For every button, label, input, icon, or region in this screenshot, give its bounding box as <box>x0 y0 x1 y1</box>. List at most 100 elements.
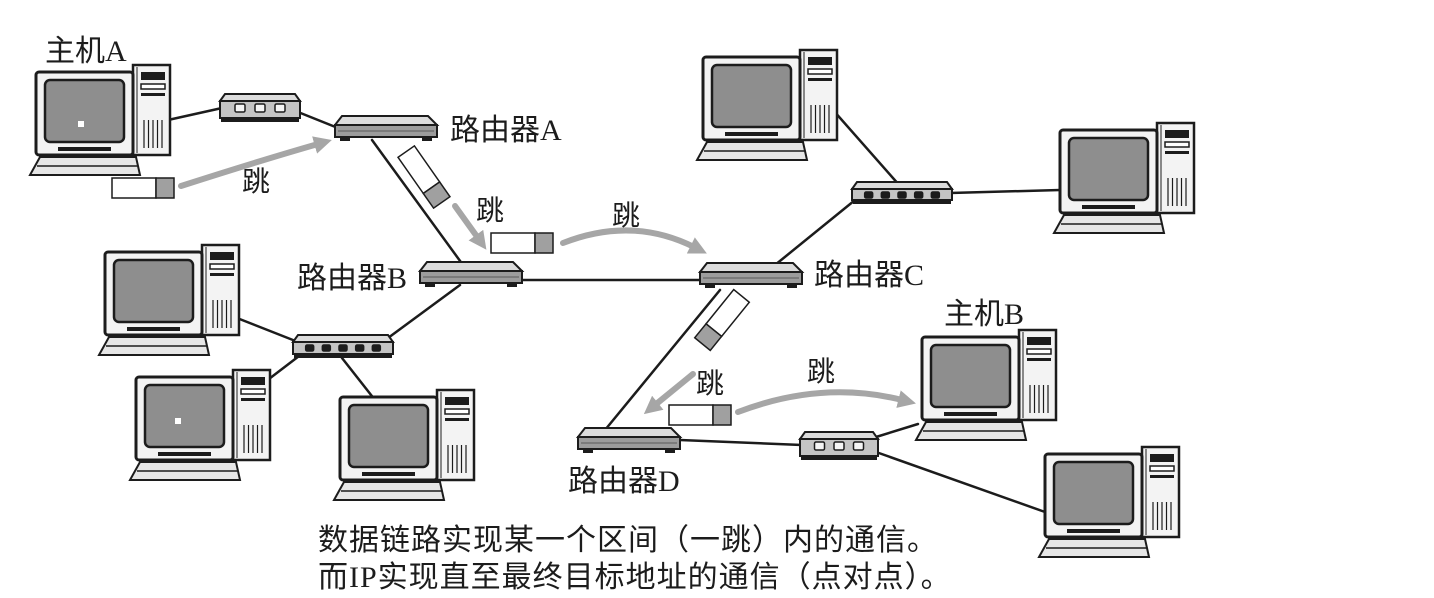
hub-top <box>291 334 395 343</box>
packets <box>111 144 751 426</box>
drive-bay <box>141 72 165 80</box>
packet-icon <box>693 288 751 352</box>
hop-arrow <box>643 371 696 415</box>
drive-bay <box>445 418 469 421</box>
router-foot <box>422 137 432 141</box>
hub-top <box>798 431 880 440</box>
network-link <box>678 438 804 447</box>
host-a-label: 主机A <box>45 35 127 68</box>
drive-bay <box>1150 454 1174 462</box>
hop-label: 跳 <box>807 356 835 388</box>
drive-bay <box>1165 130 1189 138</box>
router-foot <box>340 137 350 141</box>
monitor-base <box>58 147 111 151</box>
computer-icon <box>97 243 241 356</box>
drive-bay <box>240 388 266 395</box>
packet-header <box>422 180 452 210</box>
screen <box>710 63 793 129</box>
screen <box>1052 460 1135 526</box>
router-foot <box>665 449 675 453</box>
network-link <box>874 422 920 439</box>
hop-arrow <box>560 227 707 254</box>
monitor-base <box>725 132 778 136</box>
computer-icon <box>332 388 476 501</box>
screen-cursor <box>175 418 181 424</box>
screen <box>347 403 430 469</box>
packet-payload <box>490 232 536 254</box>
hub-port <box>897 191 907 199</box>
router-top <box>332 115 440 126</box>
hub-base <box>294 354 392 358</box>
caption-line-1: 数据链路实现某一个区间（一跳）内的通信。 <box>318 524 938 557</box>
switch-icon <box>850 181 954 204</box>
screen <box>929 343 1012 409</box>
drive-bay <box>808 78 832 81</box>
hub-base <box>801 456 877 460</box>
router-foot <box>787 284 797 288</box>
packet-icon <box>668 404 732 426</box>
router-a-label: 路由器A <box>450 114 562 147</box>
screen-cursor <box>78 121 84 127</box>
drive-bay <box>241 398 265 401</box>
network-link <box>166 106 224 122</box>
hub-port <box>254 103 266 113</box>
router-foot <box>705 284 715 288</box>
drive-bay <box>1149 465 1175 472</box>
switch-icon <box>291 334 395 358</box>
packet-icon <box>111 177 175 199</box>
host-b-label: 主机B <box>944 298 1024 331</box>
drive-bay <box>1150 475 1174 478</box>
hub-port <box>321 344 332 352</box>
router-foot <box>507 283 517 287</box>
hub-port <box>930 191 941 199</box>
hop-arrows <box>178 136 916 415</box>
monitor-base <box>362 472 415 476</box>
network-link <box>948 188 1062 195</box>
drive-bay <box>1027 337 1051 345</box>
router-c-label: 路由器C <box>814 259 924 292</box>
computer-icon <box>1052 121 1196 234</box>
hop-label: 跳 <box>612 200 640 232</box>
host-a-computer-icon <box>28 63 172 176</box>
hub-port <box>833 441 845 451</box>
packet-icon <box>490 232 554 254</box>
router-b-label: 路由器B <box>297 262 407 295</box>
hub-base <box>853 200 951 204</box>
labels: 主机A 主机B 路由器A 路由器B 路由器C 路由器D 跳 跳 跳 跳 跳 数据… <box>45 35 1024 594</box>
network-link <box>874 450 1047 514</box>
hub-port <box>354 344 365 352</box>
packet-header <box>712 404 732 426</box>
drive-bay <box>140 83 166 90</box>
drive-bay <box>141 93 165 96</box>
hub-port <box>852 441 865 451</box>
network-link <box>386 283 462 340</box>
hop-label: 跳 <box>476 195 504 227</box>
packet-payload <box>111 177 157 199</box>
screen <box>43 78 126 144</box>
network-links <box>166 106 1062 514</box>
hub-top <box>218 93 302 102</box>
monitor-base <box>1067 529 1120 533</box>
computer-icon <box>128 368 272 481</box>
network-link <box>235 316 300 344</box>
packet-header <box>534 232 554 254</box>
hub-port <box>304 344 315 352</box>
hop-label: 跳 <box>696 368 724 400</box>
drive-bay <box>445 397 469 405</box>
screen <box>143 383 226 449</box>
router-foot <box>425 283 435 287</box>
drive-bay <box>1164 141 1190 148</box>
screen <box>1067 136 1150 202</box>
hub-port <box>913 191 924 199</box>
network-devices <box>28 48 1196 558</box>
router-d-icon <box>575 427 683 453</box>
computer-icon <box>1037 445 1181 558</box>
monitor-base <box>127 327 180 331</box>
network-link <box>831 108 902 188</box>
router-b-icon <box>417 261 525 287</box>
hub-port <box>371 344 382 352</box>
hub-port <box>274 103 286 113</box>
screen <box>112 258 195 324</box>
caption-line-2: 而IP实现直至最终目标地址的通信（点对点）。 <box>318 561 952 594</box>
drive-bay <box>807 68 833 75</box>
